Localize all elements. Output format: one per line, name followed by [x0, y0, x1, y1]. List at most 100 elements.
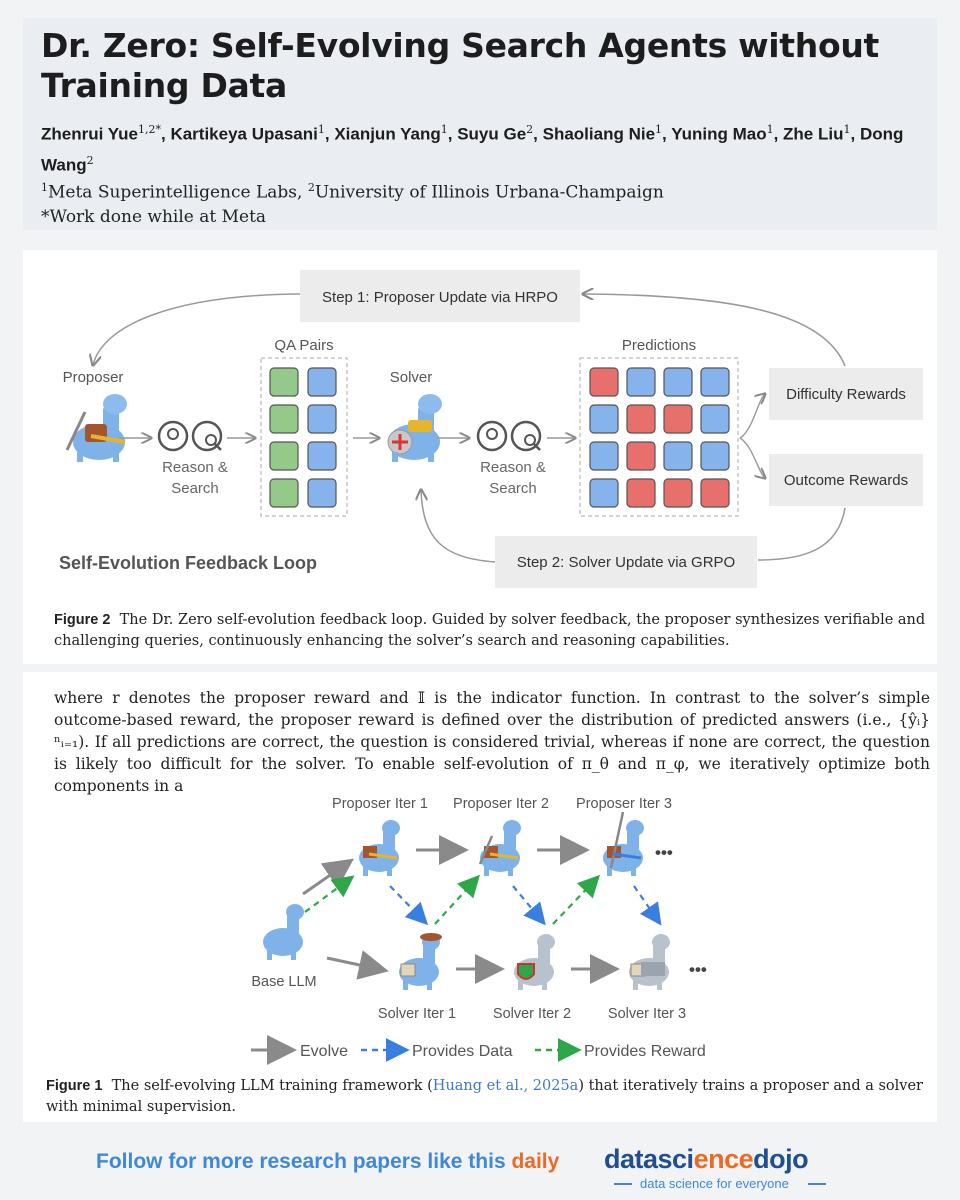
loop-arrow-top — [583, 294, 846, 367]
proposer-iter-3-llama-icon — [603, 811, 644, 876]
tagline-rule-right — [808, 1183, 826, 1185]
affil-sup-1: 1 — [41, 181, 48, 194]
citation-link[interactable]: Huang et al., 2025a — [432, 1078, 579, 1094]
proposer-iter-1-label: Proposer Iter 1 — [332, 796, 428, 812]
figure-1-caption-a: The self-evolving LLM training framework… — [111, 1078, 433, 1094]
author-affil-sup: 1 — [843, 123, 851, 136]
data-arrow-2 — [512, 885, 546, 926]
proposer-iter-2-label: Proposer Iter 2 — [453, 796, 549, 812]
ellipsis-solver: ••• — [689, 960, 707, 979]
figure-2-caption-text: The Dr. Zero self-evolution feedback loo… — [54, 612, 926, 649]
predictions-label: Predictions — [622, 337, 696, 354]
legend-reward-label: Provides Reward — [584, 1043, 706, 1060]
prediction-cell-blue — [700, 441, 730, 471]
author-affil-sup: 2 — [526, 123, 534, 136]
figure-1-diagram: Proposer Iter 1 Proposer Iter 2 Proposer… — [251, 796, 707, 1065]
tagline-rule-left — [614, 1183, 632, 1185]
paper-title: Dr. Zero: Self-Evolving Search Agents wi… — [41, 26, 880, 105]
qa-question-cell — [269, 441, 299, 471]
qa-answer-cell — [307, 367, 337, 397]
author-name: Suyu Ge — [457, 124, 527, 144]
author-affil-sup: 1 — [655, 123, 663, 136]
difficulty-rewards-label: Difficulty Rewards — [786, 386, 906, 403]
web-search-icon — [191, 420, 223, 452]
evolve-arrow-base-prop — [302, 858, 354, 896]
paper-header: Dr. Zero: Self-Evolving Search Agents wi… — [23, 18, 937, 230]
prediction-cell-red — [663, 404, 693, 434]
author-affil-sup: 1 — [766, 123, 774, 136]
prediction-cell-red — [626, 478, 656, 508]
search-label-left: Search — [171, 480, 219, 497]
prediction-cell-blue — [663, 441, 693, 471]
search-label-right: Search — [489, 480, 537, 497]
solver-iter-1-llama-icon — [399, 933, 442, 990]
legend-data-label: Provides Data — [412, 1043, 513, 1060]
solver-label: Solver — [390, 369, 433, 386]
ellipsis-proposer: ••• — [655, 843, 673, 862]
proposer-iter-3-label: Proposer Iter 3 — [576, 796, 672, 812]
author-name: Xianjun Yang — [334, 124, 441, 144]
loop-arrow-bottom-left — [421, 490, 496, 563]
affiliations: 1Meta Superintelligence Labs, 2Universit… — [41, 176, 664, 229]
figure-2-caption: Figure 2 The Dr. Zero self-evolution fee… — [54, 610, 930, 652]
prediction-cell-red — [589, 367, 619, 397]
prediction-cell-red — [626, 404, 656, 434]
solver-iter-1-label: Solver Iter 1 — [378, 1006, 456, 1022]
affiliation-2: University of Illinois Urbana-Champaign — [314, 182, 664, 203]
outcome-rewards-label: Outcome Rewards — [784, 472, 908, 489]
author-name: Dong Wang — [41, 124, 904, 175]
follow-cta[interactable]: Follow for more research papers like thi… — [96, 1150, 559, 1174]
figure-2-diagram: Step 1: Proposer Update via HRPO Step 2:… — [59, 270, 923, 588]
solver-iter-2-llama-icon — [514, 934, 555, 990]
step1-box — [300, 270, 580, 322]
reward-arrow-2 — [552, 874, 601, 925]
prediction-cell-red — [700, 478, 730, 508]
prediction-cell-blue — [626, 367, 656, 397]
figure-1-caption-label: Figure 1 — [46, 1078, 103, 1094]
author-name: Shaoliang Nie — [542, 124, 656, 144]
prediction-cell-blue — [589, 404, 619, 434]
author-name: Zhenrui Yue — [41, 124, 138, 144]
prediction-cell-blue — [589, 478, 619, 508]
promo-footer: Follow for more research papers like thi… — [0, 1130, 960, 1200]
figure-1: Proposer Iter 1 Proposer Iter 2 Proposer… — [23, 672, 937, 1122]
qa-question-cell — [269, 478, 299, 508]
reward-arrow-1 — [434, 874, 480, 925]
follow-cta-highlight: daily — [511, 1150, 560, 1173]
prediction-cell-blue — [589, 441, 619, 471]
qa-question-cell — [269, 404, 299, 434]
data-arrow-3 — [633, 885, 662, 926]
data-arrow-1 — [389, 885, 429, 926]
solver-iter-2-label: Solver Iter 2 — [493, 1006, 571, 1022]
reason-label-right: Reason & — [480, 459, 546, 476]
step2-label: Step 2: Solver Update via GRPO — [517, 554, 735, 571]
arrow-to-outcome — [739, 437, 765, 478]
prediction-cell-blue — [700, 404, 730, 434]
qa-pairs-box — [260, 357, 348, 517]
brand-part-c: dojo — [753, 1144, 809, 1174]
predictions-box — [579, 357, 739, 517]
solver-iter-3-llama-icon — [629, 934, 670, 990]
qa-answer-cell — [307, 404, 337, 434]
loop-arrow-top-left — [93, 293, 301, 365]
figure-1-caption: Figure 1 The self-evolving LLM training … — [46, 1076, 926, 1118]
affil-sup-2: 2 — [307, 181, 315, 194]
base-llm-llama-icon — [263, 904, 304, 960]
evolve-arrow-base-solver — [326, 950, 389, 980]
author-list: Zhenrui Yue1,2*, Kartikeya Upasani1, Xia… — [41, 123, 904, 175]
brand-part-a: datasci — [604, 1144, 694, 1174]
loop-arrow-bottom — [757, 507, 846, 561]
reason-head-icon-2 — [476, 420, 508, 452]
qa-answer-cell — [307, 478, 337, 508]
reason-label-left: Reason & — [162, 459, 228, 476]
brand-logo[interactable]: datasciencedojo — [604, 1144, 809, 1175]
author-name: Zhe Liu — [783, 124, 844, 144]
prediction-cell-blue — [700, 367, 730, 397]
figure-1-caption-b: ) that iteratively trains a proposer and… — [46, 1078, 923, 1115]
brand-tagline: data science for everyone — [640, 1176, 789, 1191]
reason-head-icon — [157, 420, 189, 452]
prediction-cell-blue — [663, 367, 693, 397]
reward-arrow-base — [304, 875, 355, 913]
affiliation-1: Meta Superintelligence Labs, — [48, 182, 308, 203]
proposer-iter-2-llama-icon — [478, 820, 521, 876]
